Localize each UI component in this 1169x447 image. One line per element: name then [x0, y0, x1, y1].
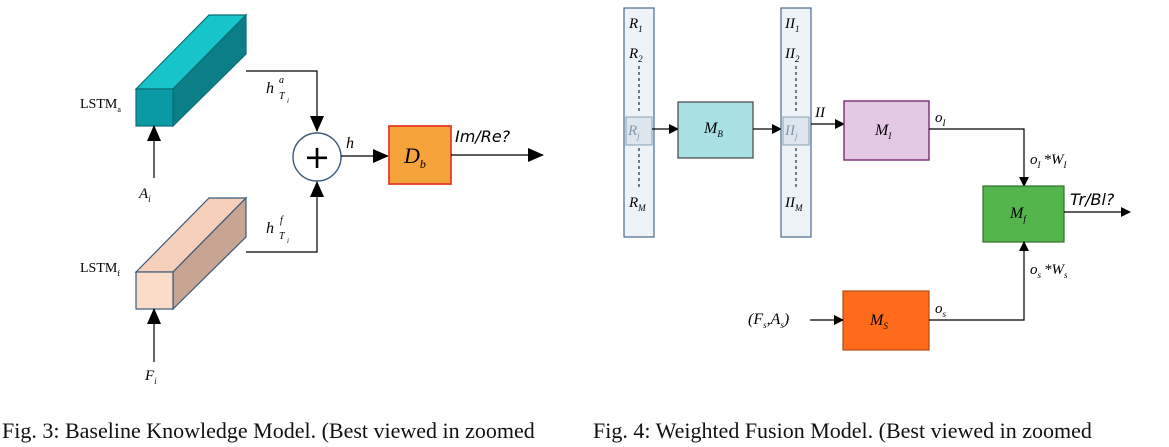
iij-cell	[782, 116, 810, 146]
sum-node	[292, 132, 342, 182]
r2-label: R2	[628, 46, 643, 64]
oi-weight-label: oI*WI	[1030, 152, 1068, 170]
os-weight-label: os*Ws	[1030, 262, 1068, 280]
h-a-label: h	[266, 80, 274, 97]
h-a-sub: T	[279, 91, 286, 102]
fig3-diagram: LSTMa LSTMf Ai Fi h a T i h	[80, 13, 544, 386]
os-connector	[929, 241, 1029, 321]
input-a-label: Ai	[138, 186, 151, 204]
ii2-label: II2	[784, 46, 800, 64]
ii-arrow-label: II	[814, 105, 826, 121]
lstm-a-block	[134, 13, 248, 128]
lstm-a-front-face	[135, 88, 174, 127]
rj-label: Rj	[627, 123, 640, 141]
fig4-caption: Fig. 4: Weighted Fusion Model. (Best vie…	[593, 418, 1092, 443]
lstm-f-label: LSTMf	[80, 261, 120, 278]
lstm-a-label: LSTMa	[80, 97, 121, 114]
mb-box	[677, 101, 754, 159]
os-label: os	[935, 301, 947, 319]
h-f-sup: f	[280, 215, 284, 226]
fs-as-label: (Fs,As)	[748, 311, 789, 330]
db-label: Db	[403, 143, 426, 171]
iim-label: IIM	[784, 195, 803, 213]
ms-label: MS	[869, 312, 888, 331]
input-f-label: Fi	[144, 368, 157, 386]
mi-label: MI	[874, 122, 892, 141]
h-f-sub: T	[279, 231, 286, 242]
fig4-diagram: R1 R2 Rj RM MB II1 II2	[623, 7, 1131, 351]
rj-cell	[625, 116, 653, 146]
h-a-subsub: i	[287, 97, 289, 105]
h-a-connector	[246, 70, 324, 132]
lstm-f-front-face	[135, 271, 174, 310]
ii1-label: II1	[784, 16, 800, 34]
h-f-label: h	[266, 220, 274, 237]
oi-label: oI	[935, 110, 947, 128]
r1-label: R1	[628, 16, 643, 34]
mf-label: Mf	[1009, 205, 1027, 224]
lstm-f-block	[134, 196, 248, 311]
sum-symbol: +	[304, 138, 331, 176]
h-label: h	[346, 135, 354, 152]
oi-connector	[929, 128, 1029, 187]
mb-label: MB	[703, 120, 723, 139]
h-f-subsub: i	[287, 237, 289, 245]
iij-label: IIj	[784, 123, 798, 141]
ms-box	[842, 290, 930, 351]
h-a-sup: a	[279, 75, 284, 86]
fig3-caption: Fig. 3: Baseline Knowledge Model. (Best …	[2, 418, 535, 443]
mi-box	[843, 100, 930, 161]
db-output-label: Im/Re?	[455, 127, 511, 146]
db-box	[388, 125, 452, 185]
rm-label: RM	[628, 195, 646, 213]
h-f-connector	[246, 181, 324, 253]
mf-output-label: Tr/Bl?	[1070, 190, 1115, 209]
